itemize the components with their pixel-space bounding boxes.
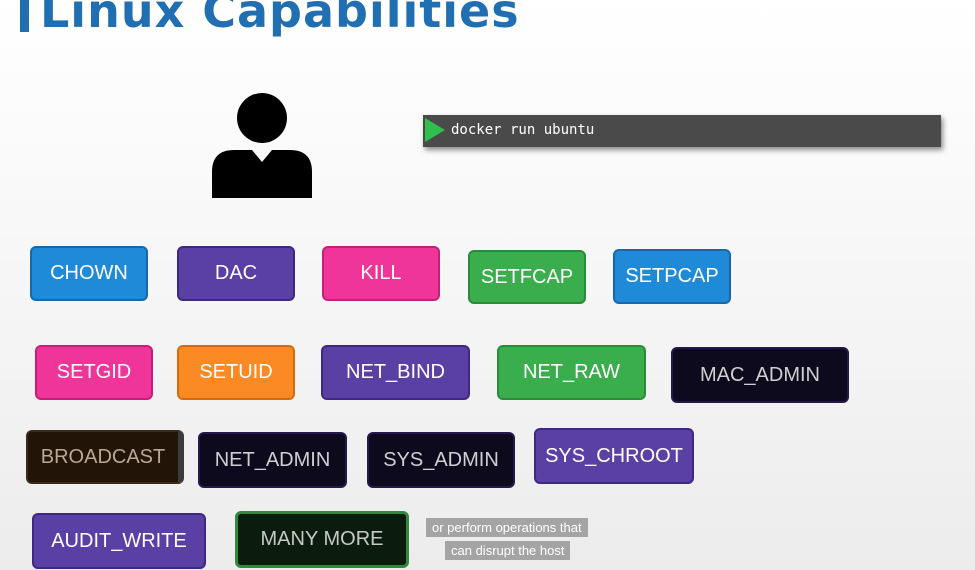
cap-many-more: MANY MORE bbox=[235, 511, 409, 568]
slide-title: Linux Capabilities bbox=[40, 0, 520, 38]
cap-net-bind: NET_BIND bbox=[321, 345, 470, 400]
user-icon bbox=[212, 93, 312, 198]
cap-chown: CHOWN bbox=[30, 246, 148, 301]
cap-mac-admin: MAC_ADMIN bbox=[671, 347, 849, 403]
terminal-command: docker run ubuntu bbox=[451, 122, 595, 138]
cap-sys-admin: SYS_ADMIN bbox=[367, 432, 515, 488]
cap-setfcap: SETFCAP bbox=[468, 250, 586, 304]
cap-sys-chroot: SYS_CHROOT bbox=[534, 428, 694, 484]
cap-setuid: SETUID bbox=[177, 345, 295, 400]
cap-setpcap: SETPCAP bbox=[613, 249, 731, 304]
cap-net-raw: NET_RAW bbox=[497, 345, 646, 400]
cap-dac: DAC bbox=[177, 246, 295, 301]
title-accent-bar bbox=[20, 0, 29, 32]
cap-kill: KILL bbox=[322, 246, 440, 301]
cap-setgid: SETGID bbox=[35, 345, 153, 400]
cap-audit-write: AUDIT_WRITE bbox=[32, 513, 206, 569]
cap-broadcast: BROADCAST bbox=[26, 430, 184, 484]
subtitle-line-1: or perform operations that bbox=[426, 518, 588, 537]
play-triangle-icon bbox=[425, 118, 445, 142]
subtitle-line-2: can disrupt the host bbox=[445, 541, 571, 560]
cap-net-admin: NET_ADMIN bbox=[198, 432, 347, 488]
terminal-window: docker run ubuntu bbox=[423, 115, 941, 147]
